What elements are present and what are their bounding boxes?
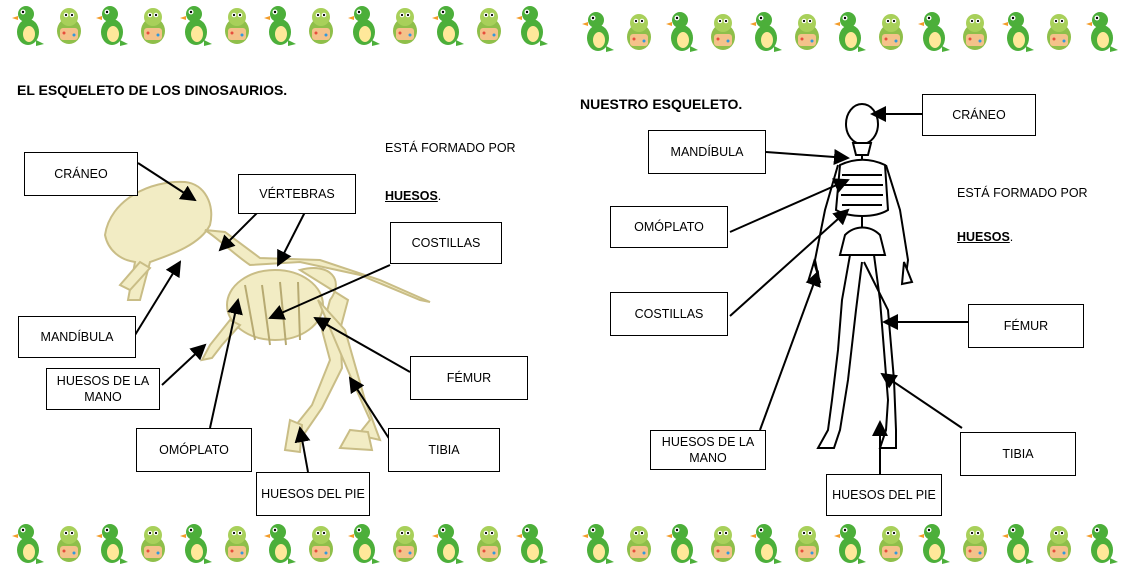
dinosaur-icon <box>50 522 88 571</box>
dinosaur-icon <box>218 4 256 53</box>
label-omoplato-dino: OMÓPLATO <box>136 428 252 472</box>
dinosaur-icon <box>302 522 340 571</box>
dinosaur-icon <box>8 4 46 53</box>
dinosaur-icon <box>8 522 46 571</box>
dinosaur-icon <box>512 522 550 571</box>
dinosaur-icon <box>470 522 508 571</box>
label-femur-dino: FÉMUR <box>410 356 528 400</box>
dino-note-word: HUESOS <box>385 189 438 203</box>
label-mandibula-human: MANDÍBULA <box>648 130 766 174</box>
dinosaur-icon <box>872 10 910 59</box>
dinosaur-icon <box>176 4 214 53</box>
dinosaur-icon <box>914 522 952 571</box>
dinosaur-icon <box>176 522 214 571</box>
bottom-border-right <box>578 522 1118 570</box>
dinosaur-skeleton-title: EL ESQUELETO DE LOS DINOSAURIOS. <box>17 82 288 98</box>
human-note-line2: HUESOS. <box>957 230 1014 244</box>
dinosaur-icon <box>218 522 256 571</box>
dinosaur-icon <box>788 522 826 571</box>
label-femur-human: FÉMUR <box>968 304 1084 348</box>
dinosaur-icon <box>428 522 466 571</box>
dinosaur-icon <box>620 10 658 59</box>
dinosaur-icon <box>1082 10 1120 59</box>
label-huesos-mano-dino: HUESOS DE LA MANO <box>46 368 160 410</box>
label-tibia-dino: TIBIA <box>388 428 500 472</box>
top-border-left <box>8 4 553 52</box>
dinosaur-icon <box>344 4 382 53</box>
dinosaur-icon <box>260 522 298 571</box>
label-mandibula-dino: MANDÍBULA <box>18 316 136 358</box>
dinosaur-icon <box>788 10 826 59</box>
label-tibia-human: TIBIA <box>960 432 1076 476</box>
dinosaur-skeleton-image <box>103 180 431 454</box>
label-vertebras-dino: VÉRTEBRAS <box>238 174 356 214</box>
dinosaur-icon <box>302 4 340 53</box>
dinosaur-icon <box>92 4 130 53</box>
dinosaur-icon <box>134 522 172 571</box>
human-note-line1: ESTÁ FORMADO POR <box>957 186 1088 200</box>
dinosaur-icon <box>386 4 424 53</box>
bottom-border-left <box>8 522 553 570</box>
dino-note-line1: ESTÁ FORMADO POR <box>385 141 516 155</box>
label-costillas-dino: COSTILLAS <box>390 222 502 264</box>
dinosaur-icon <box>998 10 1036 59</box>
dinosaur-icon <box>830 10 868 59</box>
dinosaur-icon <box>428 4 466 53</box>
human-arrows <box>729 106 968 474</box>
dinosaur-icon <box>1040 522 1078 571</box>
dinosaur-icon <box>746 10 784 59</box>
label-huesos-pie-human: HUESOS DEL PIE <box>826 474 942 516</box>
dinosaur-icon <box>746 522 784 571</box>
label-huesos-pie-dino: HUESOS DEL PIE <box>256 472 370 516</box>
dinosaur-icon <box>956 10 994 59</box>
dinosaur-icon <box>830 522 868 571</box>
dinosaur-icon <box>470 4 508 53</box>
top-border-right <box>578 10 1118 58</box>
dinosaur-icon <box>92 522 130 571</box>
dinosaur-icon <box>956 522 994 571</box>
dinosaur-icon <box>704 522 742 571</box>
dinosaur-arrows <box>134 162 411 473</box>
dinosaur-icon <box>662 522 700 571</box>
dinosaur-icon <box>620 522 658 571</box>
label-craneo-human: CRÁNEO <box>922 94 1036 136</box>
dinosaur-icon <box>662 10 700 59</box>
label-omoplato-human: OMÓPLATO <box>610 206 728 248</box>
dinosaur-icon <box>512 4 550 53</box>
dinosaur-icon <box>1082 522 1120 571</box>
dinosaur-icon <box>998 522 1036 571</box>
label-costillas-human: COSTILLAS <box>610 292 728 336</box>
label-craneo-dino: CRÁNEO <box>24 152 138 196</box>
dinosaur-icon <box>1040 10 1078 59</box>
human-skeleton-title: NUESTRO ESQUELETO. <box>580 96 743 112</box>
dinosaur-icon <box>344 522 382 571</box>
dinosaur-icon <box>578 522 616 571</box>
dinosaur-icon <box>134 4 172 53</box>
label-huesos-mano-human: HUESOS DE LA MANO <box>650 430 766 470</box>
dinosaur-icon <box>386 522 424 571</box>
human-note-word: HUESOS <box>957 230 1010 244</box>
dinosaur-icon <box>914 10 952 59</box>
dinosaur-icon <box>704 10 742 59</box>
dinosaur-icon <box>872 522 910 571</box>
dinosaur-icon <box>260 4 298 53</box>
dinosaur-icon <box>50 4 88 53</box>
dino-note-line2: HUESOS. <box>385 189 442 203</box>
dinosaur-icon <box>578 10 616 59</box>
